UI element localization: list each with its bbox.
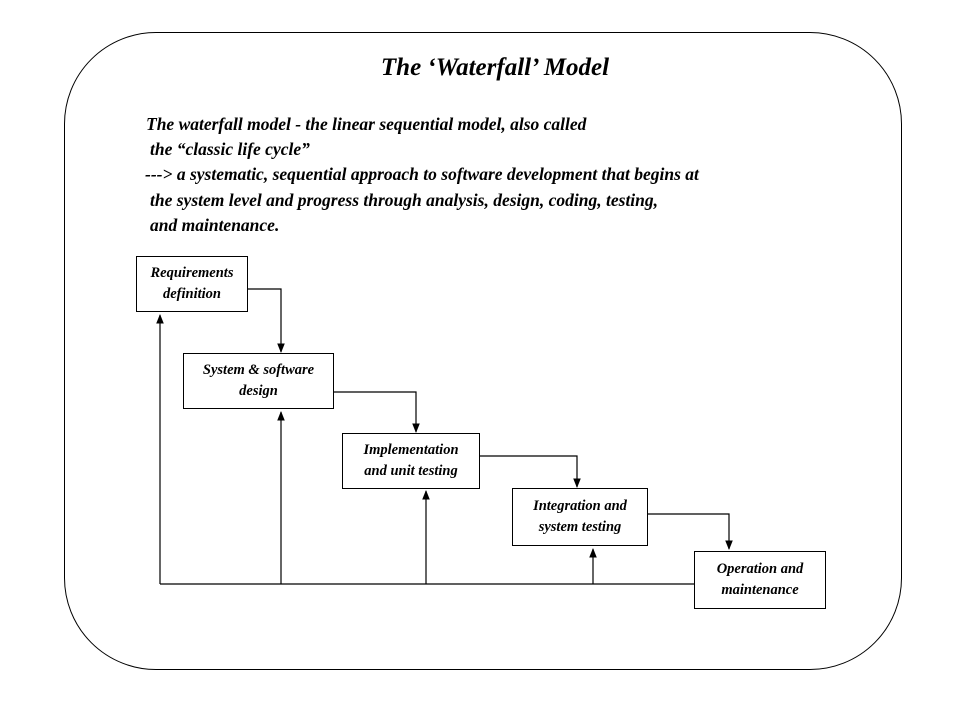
stage-label: Implementation and unit testing: [363, 442, 459, 479]
intro-line-4: the system level and progress through an…: [150, 190, 659, 210]
stage-operation-maintenance: Operation and maintenance: [694, 551, 826, 609]
stage-implementation-unit-testing: Implementation and unit testing: [342, 433, 480, 489]
slide-frame: [64, 32, 902, 670]
flow-arrow-design-to-implementation: [334, 391, 420, 433]
intro-line-3: ---> a systematic, sequential approach t…: [145, 164, 699, 184]
stage-label: Operation and maintenance: [716, 561, 804, 598]
stage-system-software-design: System & software design: [183, 353, 334, 409]
stage-requirements-definition: Requirements definition: [136, 256, 248, 312]
page-title: The ‘Waterfall’ Model: [380, 54, 610, 81]
flow-arrow-integration-to-operation: [648, 513, 733, 550]
intro-line-1: The waterfall model - the linear sequent…: [146, 114, 587, 134]
flow-arrow-implementation-to-integration: [480, 455, 581, 488]
flow-arrow-requirements-to-design: [248, 288, 285, 353]
stage-label: Requirements definition: [150, 265, 234, 302]
stage-label: System & software design: [202, 362, 315, 399]
intro-line-2: the “classic life cycle”: [150, 139, 310, 159]
intro-line-5: and maintenance.: [150, 215, 280, 235]
stage-integration-system-testing: Integration and system testing: [512, 488, 648, 546]
stage-label: Integration and system testing: [533, 498, 627, 535]
